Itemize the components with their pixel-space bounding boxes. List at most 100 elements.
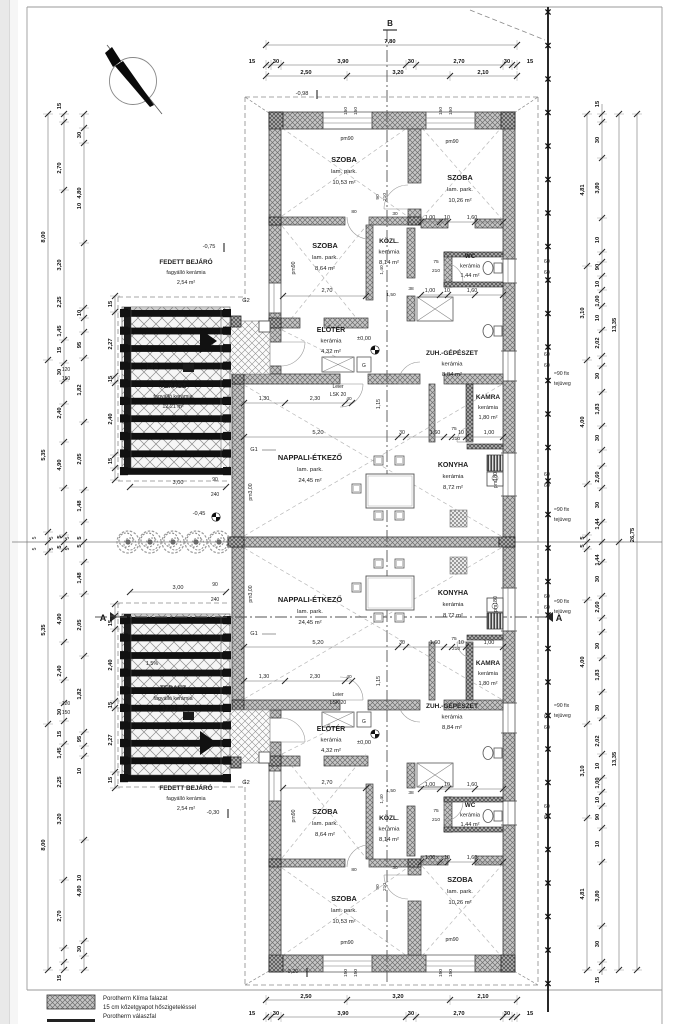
svg-text:13,35: 13,35 (612, 751, 618, 766)
svg-text:±0,00: ±0,00 (357, 336, 371, 342)
svg-text:15: 15 (57, 346, 63, 353)
svg-text:24,45 m²: 24,45 m² (298, 478, 321, 484)
svg-text:10: 10 (595, 315, 601, 321)
svg-text:lam. park.: lam. park. (331, 908, 357, 914)
svg-text:2,70: 2,70 (57, 910, 63, 921)
svg-text:4,81: 4,81 (580, 184, 586, 196)
svg-text:2,70: 2,70 (322, 780, 333, 786)
svg-text:Leier: Leier (332, 692, 343, 698)
svg-text:2,10: 2,10 (477, 994, 488, 1000)
svg-text:150: 150 (343, 107, 349, 115)
svg-text:15: 15 (108, 375, 114, 382)
svg-text:120: 120 (62, 367, 71, 373)
svg-text:1,00: 1,00 (595, 777, 601, 788)
svg-text:210: 210 (382, 193, 388, 201)
svg-text:-0,20: -0,20 (286, 969, 299, 975)
svg-text:30: 30 (595, 373, 601, 379)
svg-text:5: 5 (580, 536, 586, 540)
svg-text:30: 30 (392, 211, 398, 217)
svg-text:kerámia: kerámia (443, 474, 465, 480)
svg-text:4,81: 4,81 (580, 888, 586, 900)
svg-text:15: 15 (57, 730, 63, 737)
svg-text:13,35: 13,35 (612, 317, 618, 332)
svg-text:1,44 m²: 1,44 m² (461, 273, 480, 279)
svg-text:Leier: Leier (332, 384, 343, 390)
svg-text:lam. park.: lam. park. (312, 255, 338, 261)
svg-text:kerámia: kerámia (442, 362, 464, 368)
svg-text:1,30: 1,30 (259, 396, 270, 402)
svg-text:90: 90 (595, 264, 601, 270)
svg-text:95: 95 (77, 341, 83, 348)
svg-text:5,35: 5,35 (41, 449, 47, 461)
svg-text:kerámia: kerámia (442, 715, 464, 721)
svg-text:3,20: 3,20 (392, 70, 403, 76)
svg-text:G1: G1 (250, 447, 257, 453)
svg-text:1,44: 1,44 (595, 554, 601, 566)
svg-text:2,60: 2,60 (595, 601, 601, 612)
svg-text:4,00: 4,00 (580, 656, 586, 667)
svg-text:15: 15 (108, 776, 114, 783)
svg-text:1,40: 1,40 (379, 265, 385, 275)
svg-text:60: 60 (544, 352, 550, 358)
svg-text:1,15: 1,15 (376, 399, 382, 409)
svg-text:FEDETT BEJÁRÓ: FEDETT BEJÁRÓ (159, 257, 212, 266)
svg-text:8,14 m²: 8,14 m² (379, 837, 399, 843)
svg-text:G2: G2 (242, 780, 249, 786)
svg-text:150: 150 (448, 107, 454, 115)
svg-text:15: 15 (108, 701, 114, 708)
svg-text:-0,30: -0,30 (207, 810, 220, 816)
svg-text:60: 60 (544, 472, 550, 478)
svg-text:210: 210 (432, 817, 440, 823)
svg-text:ELŐTÉR: ELŐTÉR (317, 724, 345, 733)
svg-text:2,50: 2,50 (300, 70, 311, 76)
svg-text:10: 10 (595, 797, 601, 803)
svg-text:30: 30 (595, 643, 601, 649)
svg-text:lam. park.: lam. park. (447, 187, 473, 193)
svg-text:tejüveg: tejüveg (554, 609, 571, 615)
svg-text:kerámia: kerámia (321, 339, 343, 345)
svg-text:SZOBA: SZOBA (331, 155, 357, 164)
svg-text:3,00: 3,00 (173, 585, 184, 591)
svg-text:tejüveg: tejüveg (554, 381, 571, 387)
svg-text:30: 30 (57, 709, 63, 715)
svg-text:75: 75 (433, 259, 439, 265)
svg-text:KÖZL.: KÖZL. (379, 813, 399, 822)
svg-text:-0,75: -0,75 (203, 244, 216, 250)
svg-text:75: 75 (451, 426, 457, 432)
svg-text:30: 30 (595, 435, 601, 441)
svg-text:Porotherm Klíma falazat: Porotherm Klíma falazat (103, 996, 168, 1002)
svg-text:15: 15 (108, 300, 114, 307)
svg-text:2,10: 2,10 (477, 70, 488, 76)
svg-text:lam. park.: lam. park. (297, 467, 323, 473)
svg-text:210: 210 (382, 883, 388, 891)
svg-text:G: G (362, 363, 366, 369)
svg-text:fagyálló kerámia: fagyálló kerámia (153, 394, 192, 400)
svg-text:8,72 m²: 8,72 m² (443, 613, 463, 619)
svg-text:1,80 m²: 1,80 m² (479, 681, 498, 687)
svg-text:240: 240 (211, 492, 220, 498)
svg-text:1,15: 1,15 (376, 676, 382, 686)
svg-text:60: 60 (544, 259, 550, 265)
svg-text:75: 75 (433, 808, 439, 814)
svg-text:150: 150 (62, 710, 71, 716)
svg-text:2,30: 2,30 (310, 396, 321, 402)
svg-text:1,60: 1,60 (430, 640, 441, 646)
svg-text:8,84 m²: 8,84 m² (442, 372, 462, 378)
svg-text:30: 30 (77, 946, 83, 952)
svg-text:210: 210 (432, 268, 440, 274)
svg-text:3,10: 3,10 (580, 307, 586, 318)
svg-text:2,25: 2,25 (57, 296, 63, 308)
svg-text:8,64 m²: 8,64 m² (315, 832, 335, 838)
svg-text:80: 80 (351, 867, 357, 873)
svg-text:30: 30 (408, 59, 414, 65)
svg-text:1,00: 1,00 (484, 640, 495, 646)
svg-text:-0,45: -0,45 (193, 511, 206, 517)
svg-text:1,82: 1,82 (77, 384, 83, 395)
svg-text:pm3,00: pm3,00 (248, 483, 254, 500)
svg-text:60: 60 (544, 594, 550, 600)
svg-text:2,27: 2,27 (108, 734, 114, 745)
svg-text:KONYHA: KONYHA (438, 462, 468, 469)
svg-text:8,84 m²: 8,84 m² (442, 725, 462, 731)
svg-text:95: 95 (77, 735, 83, 742)
svg-text:75: 75 (451, 636, 457, 642)
